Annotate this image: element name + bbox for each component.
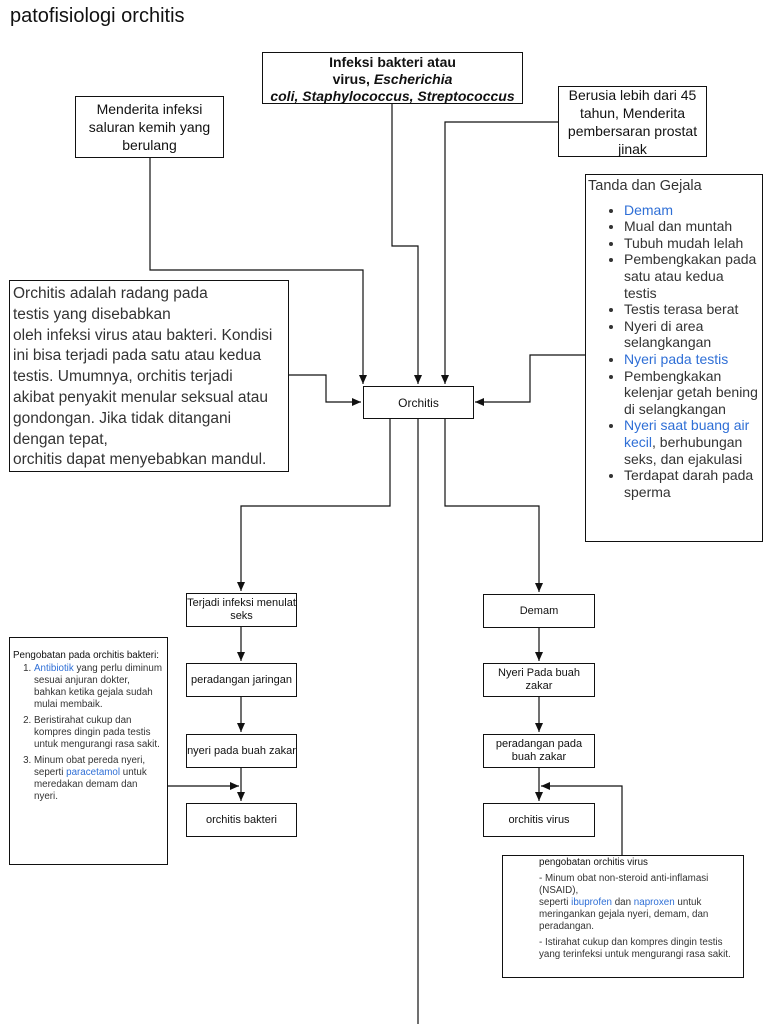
symptom-link[interactable]: Demam — [624, 201, 674, 218]
definition-line: akibat penyakit menular seksual atau — [13, 388, 269, 406]
chain-box-virus-2: Nyeri Pada buah zakar — [483, 663, 595, 697]
chain-box-virus-1: Demam — [483, 594, 595, 628]
symptom-text: Terdapat darah pada sperma — [624, 467, 754, 500]
cause-uti-box: Menderita infeksi saluran kemih yang ber… — [75, 96, 224, 158]
treatment-bacteria-list: Antibiotik yang perlu diminum sesuai anj… — [13, 663, 163, 803]
symptom-link[interactable]: Nyeri pada testis — [624, 350, 729, 367]
treatment-text: untuk meredakan demam dan nyeri. — [34, 767, 147, 802]
cause-main-line3: coli, Staphylococcus, Streptococcus — [270, 88, 515, 104]
symptoms-list: Demam Mual dan muntah Tubuh mudah lelah … — [588, 202, 760, 501]
symptom-text: Testis terasa berat — [624, 301, 739, 318]
cause-main-line1: Infeksi bakteri atau — [329, 54, 456, 70]
definition-line: gondongan. Jika tidak ditangani — [13, 409, 232, 427]
arrow-right-cause — [441, 121, 558, 384]
arrow-definition — [289, 374, 361, 406]
cause-age-text: Berusia lebih dari 45 tahun, Menderita p… — [567, 86, 698, 157]
chain-box-bacteria-result: orchitis bakteri — [186, 803, 297, 837]
cause-main-line2: virus, — [332, 71, 374, 87]
arrow-to-right-chain — [444, 419, 543, 592]
treatment-virus-p3: - Istirahat cukup dan kompres dingin tes… — [539, 937, 731, 960]
chain-label: peradangan jaringan — [191, 674, 292, 686]
chain-box-bacteria-2: peradangan jaringan — [186, 663, 297, 697]
definition-line: testis. Umumnya, orchitis terjadi — [13, 368, 233, 386]
symptom-text: Nyeri di area selangkangan — [624, 317, 712, 351]
treatment-text: seperti — [539, 897, 572, 908]
chain-label: orchitis virus — [508, 814, 570, 826]
symptom-item: Terdapat darah pada sperma — [624, 467, 760, 500]
cause-uti-text: Menderita infeksi saluran kemih yang ber… — [88, 101, 211, 153]
symptom-item: Demam — [624, 202, 760, 219]
definition-line: dengan tepat, — [13, 430, 108, 448]
definition-box: Orchitis adalah radang pada testis yang … — [9, 280, 289, 472]
paracetamol-link[interactable]: paracetamol — [66, 767, 121, 778]
treatment-bacteria-item: Antibiotik yang perlu diminum sesuai anj… — [34, 663, 163, 711]
treatment-bacteria-item: Minum obat pereda nyeri, seperti paracet… — [34, 755, 163, 803]
symptom-text: , berhubungan seks, dan ejakulasi — [624, 433, 743, 467]
ibuprofen-link[interactable]: ibuprofen — [571, 897, 612, 908]
treatment-text: Beristirahat cukup dan kompres dingin pa… — [34, 715, 160, 750]
treatment-virus-title: pengobatan orchitis virus — [539, 857, 648, 868]
cause-main-line2-italic: Escherichia — [373, 71, 453, 87]
arrow-treatment-virus — [541, 782, 623, 855]
chain-box-virus-result: orchitis virus — [483, 803, 595, 837]
definition-line: testis yang disebabkan — [13, 305, 171, 323]
orchitis-node-label: Orchitis — [398, 395, 439, 410]
chain-box-bacteria-1: Terjadi infeksi menulat seks — [186, 593, 297, 627]
symptom-item: Nyeri saat buang air kecil, berhubungan … — [624, 417, 760, 467]
symptom-item: Nyeri di area selangkangan — [624, 318, 760, 351]
treatment-bacteria-item: Beristirahat cukup dan kompres dingin pa… — [34, 715, 163, 751]
treatment-text: untuk meringankan gejala nyeri, demam, d… — [539, 897, 709, 932]
chain-label: Demam — [519, 605, 559, 617]
treatment-virus-p2: seperti ibuprofen dan naproxen untuk mer… — [539, 897, 733, 933]
treatment-bacteria-title: Pengobatan pada orchitis bakteri: — [13, 650, 159, 661]
chain-label: orchitis bakteri — [206, 814, 277, 826]
chain-box-virus-3: peradangan pada buah zakar — [483, 734, 595, 768]
treatment-bacteria-box: Pengobatan pada orchitis bakteri: Antibi… — [9, 637, 168, 865]
page-title: patofisiologi orchitis — [10, 5, 185, 27]
arrow-left-cause — [149, 158, 367, 384]
symptom-text: Pembengkakan pada satu atau kedua testis — [624, 251, 757, 301]
definition-line: Orchitis adalah radang pada — [13, 285, 208, 302]
definition-line: orchitis dapat menyebabkan mandul. — [13, 451, 267, 469]
symptom-text: Mual dan muntah — [624, 218, 733, 235]
symptom-item: Pembengkakan pada satu atau kedua testis — [624, 251, 760, 301]
symptom-item: Tubuh mudah lelah — [624, 235, 760, 252]
definition-line: oleh infeksi virus atau bakteri. Kondisi — [13, 326, 273, 344]
chain-label: peradangan pada buah zakar — [495, 738, 583, 763]
arrow-main-cause — [391, 104, 422, 384]
chain-label: Nyeri Pada buah zakar — [498, 667, 580, 692]
cause-age-box: Berusia lebih dari 45 tahun, Menderita p… — [558, 86, 707, 157]
chain-box-bacteria-3: nyeri pada buah zakar — [186, 734, 297, 768]
symptom-item: Mual dan muntah — [624, 218, 760, 235]
chain-label: Terjadi infeksi menulat seks — [187, 597, 296, 622]
chain-label: nyeri pada buah zakar — [187, 744, 296, 757]
antibiotik-link[interactable]: Antibiotik — [34, 663, 74, 674]
cause-infection-box: Infeksi bakteri atau virus, Escherichia … — [262, 52, 523, 104]
orchitis-node: Orchitis — [363, 386, 474, 419]
definition-line: ini bisa terjadi pada satu atau kedua — [13, 347, 262, 365]
treatment-text: dan — [612, 897, 634, 908]
symptom-item: Pembengkakan kelenjar getah bening di se… — [624, 368, 760, 418]
treatment-virus-box: pengobatan orchitis virus - Minum obat n… — [502, 855, 744, 978]
treatment-text: Minum obat pereda nyeri, seperti — [34, 755, 146, 778]
arrow-symptoms — [475, 354, 585, 406]
symptom-text: Tubuh mudah lelah — [624, 234, 744, 251]
symptom-link[interactable]: Nyeri saat buang air kecil — [624, 417, 750, 450]
treatment-virus-p1: - Minum obat non-steroid anti-inflamasi … — [539, 873, 709, 896]
symptom-text: Pembengkakan kelenjar getah bening di se… — [624, 367, 758, 417]
arrow-to-left-chain — [237, 419, 391, 591]
naproxen-link[interactable]: naproxen — [633, 897, 675, 908]
treatment-text: yang perlu diminum sesuai anjuran dokter… — [34, 663, 162, 710]
symptom-item: Testis terasa berat — [624, 301, 760, 318]
symptoms-box: Tanda dan Gejala Demam Mual dan muntah T… — [585, 174, 763, 542]
symptoms-title: Tanda dan Gejala — [588, 178, 702, 194]
symptom-item: Nyeri pada testis — [624, 351, 760, 368]
